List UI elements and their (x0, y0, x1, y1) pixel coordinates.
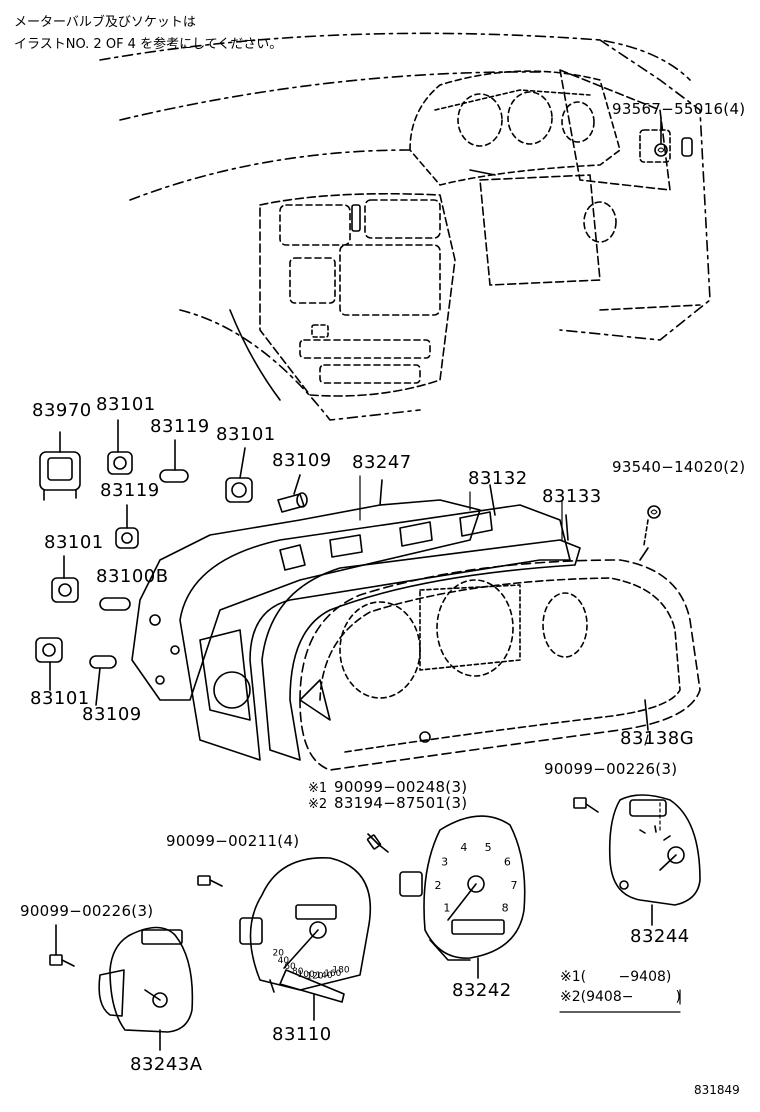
speedo-tick-20: 20 (272, 949, 284, 959)
fuel-gauge-83243a (98, 926, 194, 1051)
part-number-83119-a: 83119 (150, 416, 210, 437)
speedo-tick-140: 140 (315, 971, 332, 981)
part-number-83970: 83970 (32, 400, 92, 421)
footnote-mark-2: ※2 (308, 797, 328, 812)
socket-83101-a (107, 419, 133, 475)
tacho-tick-8: 8 (502, 901, 509, 914)
dash-glovebox (479, 129, 693, 286)
part-number-83109-a: 83109 (272, 450, 332, 471)
speedo-tick-80: 80 (292, 967, 304, 977)
tacho-tick-1: 1 (443, 901, 450, 914)
part-number-83247: 83247 (352, 452, 412, 473)
tacho-tick-6: 6 (504, 856, 511, 869)
legend-row-2: ※2(9408− ) (560, 989, 681, 1005)
part-number-93567-55016: 93567−55016(4) (612, 100, 746, 118)
part-number-83242: 83242 (452, 980, 512, 1001)
socket-83119-b (115, 504, 139, 549)
part-number-83101-c: 83101 (44, 532, 104, 553)
illustration-number: 831849 (694, 1083, 740, 1097)
legend-row-1: ※1( −9408) (560, 969, 672, 985)
part-number-90099-00248: 90099−00248(3) (334, 778, 468, 796)
header-note-line1: メーターバルブ及びソケットは (14, 15, 196, 30)
part-number-90099-00226-right: 90099−00226(3) (544, 760, 678, 778)
screw-90099-00248 (366, 833, 389, 853)
tacho-tick-5: 5 (485, 841, 492, 854)
speedo-tick-180: 180 (332, 965, 349, 975)
speedo-tick-40: 40 (278, 956, 290, 966)
part-number-83101-d: 83101 (30, 688, 90, 709)
part-number-83194-87501: 83194−87501(3) (334, 794, 468, 812)
speedo-tick-100: 100 (298, 970, 315, 980)
tacho-tick-7: 7 (511, 879, 518, 892)
bulb-83119-a (159, 439, 189, 483)
screw-90099-00226-left (49, 924, 75, 967)
printed-circuit-board-83247 (131, 479, 481, 701)
temp-gauge-83244 (608, 794, 701, 926)
cluster-glass-83138g (299, 547, 701, 771)
part-number-83133: 83133 (542, 486, 602, 507)
part-number-90099-00211: 90099−00211(4) (166, 832, 300, 850)
socket-83101-c (51, 555, 79, 603)
cluster-case-83132 (179, 484, 571, 761)
dash-cluster-hood (409, 70, 621, 186)
leader-lines (359, 475, 681, 1013)
socket-83101-b (225, 447, 253, 503)
speedo-tick-120: 120 (306, 971, 323, 981)
screw-90099-00211 (197, 875, 223, 887)
tachometer-83242 (399, 815, 526, 979)
part-number-83109-b: 83109 (82, 704, 142, 725)
part-number-83243a: 83243A (130, 1054, 203, 1075)
part-number-83110: 83110 (272, 1024, 332, 1045)
tacho-tick-4: 4 (460, 841, 467, 854)
part-number-83101-b: 83101 (216, 424, 276, 445)
socket-83101-d (35, 637, 63, 691)
tacho-tick-3: 3 (441, 856, 448, 869)
tacho-tick-2: 2 (435, 879, 442, 892)
part-number-90099-00226-left: 90099−00226(3) (20, 902, 154, 920)
socket-83970 (39, 431, 81, 501)
part-number-93540-14020: 93540−14020(2) (612, 458, 746, 476)
bulb-83100b (99, 597, 131, 611)
part-number-83101-a: 83101 (96, 394, 156, 415)
part-number-83100b: 83100B (96, 566, 169, 587)
part-number-83119-b: 83119 (100, 480, 160, 501)
bulb-83109-b (89, 655, 117, 706)
speedo-tick-160: 160 (324, 969, 341, 979)
dash-center-stack (259, 192, 456, 397)
bulb-83109-a (277, 474, 308, 513)
part-number-83138g: 83138G (620, 728, 695, 749)
screw-90099-00226-right (573, 797, 599, 813)
footnote-mark-1: ※1 (308, 781, 328, 796)
cluster-mask-83133 (261, 514, 581, 761)
part-number-83244: 83244 (630, 926, 690, 947)
speedo-tick-60: 60 (284, 962, 296, 972)
part-number-83132: 83132 (468, 468, 528, 489)
speedometer-83110 (239, 857, 372, 1021)
dashboard-outline (99, 32, 711, 421)
screw-93540 (643, 505, 661, 546)
header-note-line2: イラストNO. 2 OF 4 を参考にしてください。 (14, 37, 283, 52)
screw-93567 (654, 117, 668, 157)
